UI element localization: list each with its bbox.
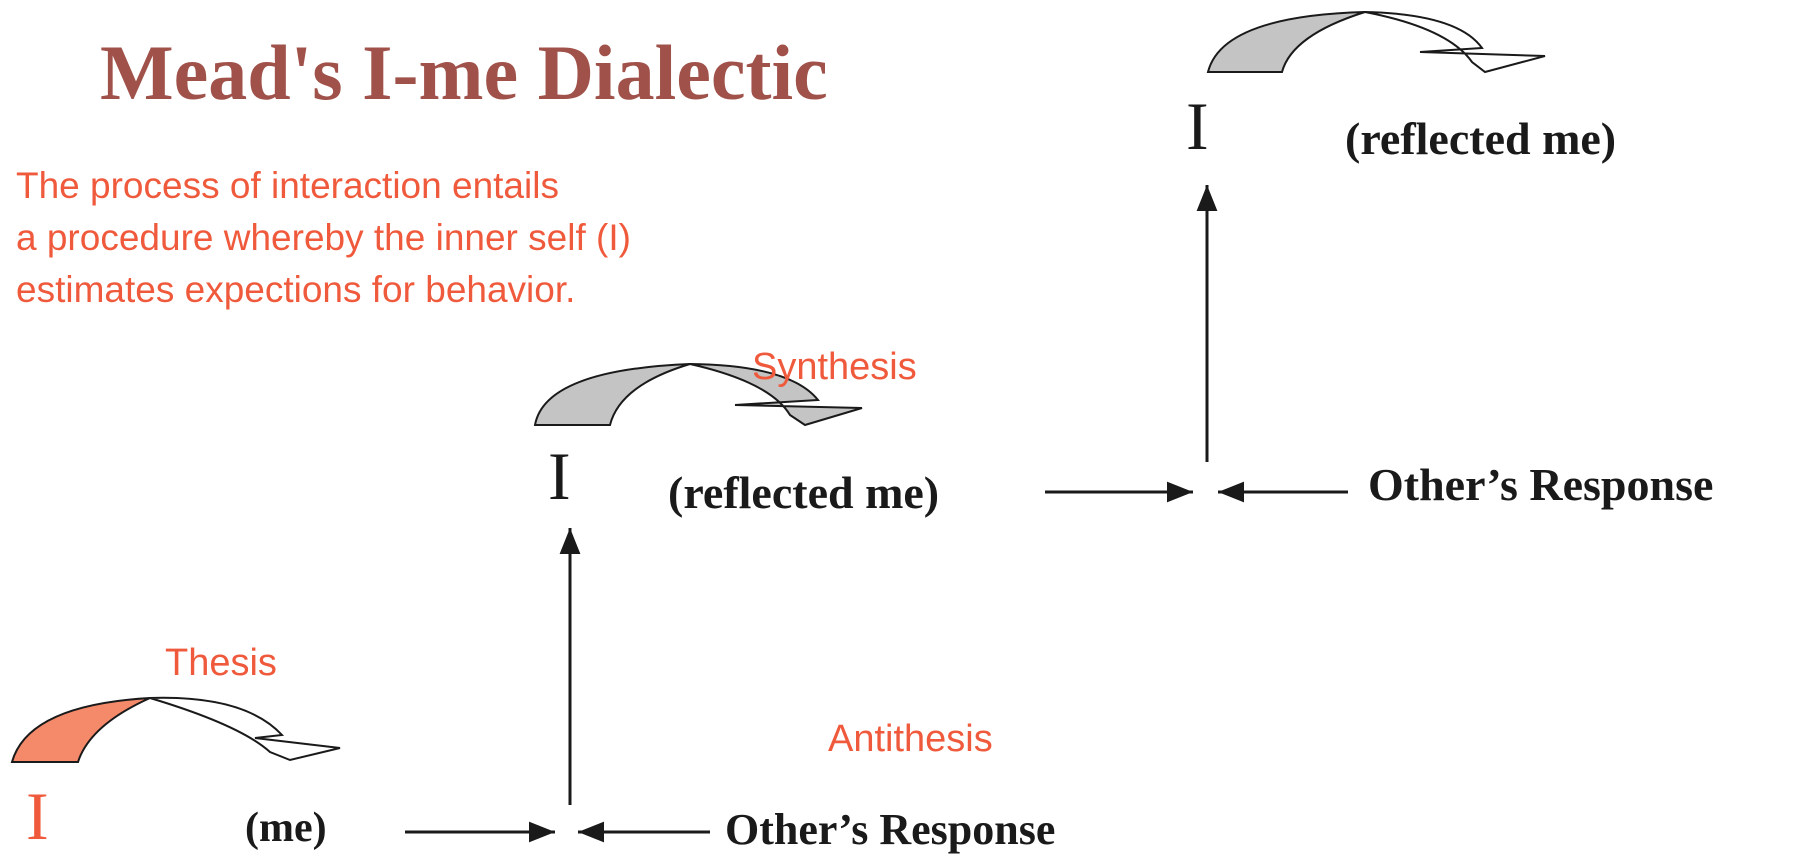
level-3-reflected-me: (reflected me) [1345,113,1617,164]
stage-label-thesis: Thesis [165,642,277,684]
level-1-others-response: Other’s Response [725,805,1056,854]
level-1-me: (me) [245,805,327,851]
level-1-i: I [26,778,49,854]
stage-label-antithesis: Antithesis [828,718,993,760]
level-3-i: I [1186,88,1209,164]
thesis-curved-arrow [10,696,341,763]
diagram-title: Mead's I-me Dialectic [100,29,828,116]
description-line-3: estimates expections for behavior. [16,269,576,310]
description-line-1: The process of interaction entails [16,165,559,206]
synthesis-curved-arrow-upper [1206,11,1546,74]
level-2-i: I [548,438,571,514]
synthesis-curved-arrow-lower [533,363,863,427]
stage-label-synthesis: Synthesis [752,346,917,388]
level-2-reflected-me: (reflected me) [668,467,940,518]
description-text: The process of interaction entails a pro… [16,160,631,316]
description-line-2: a procedure whereby the inner self (I) [16,217,631,258]
level-2-others-response: Other’s Response [1368,459,1714,510]
